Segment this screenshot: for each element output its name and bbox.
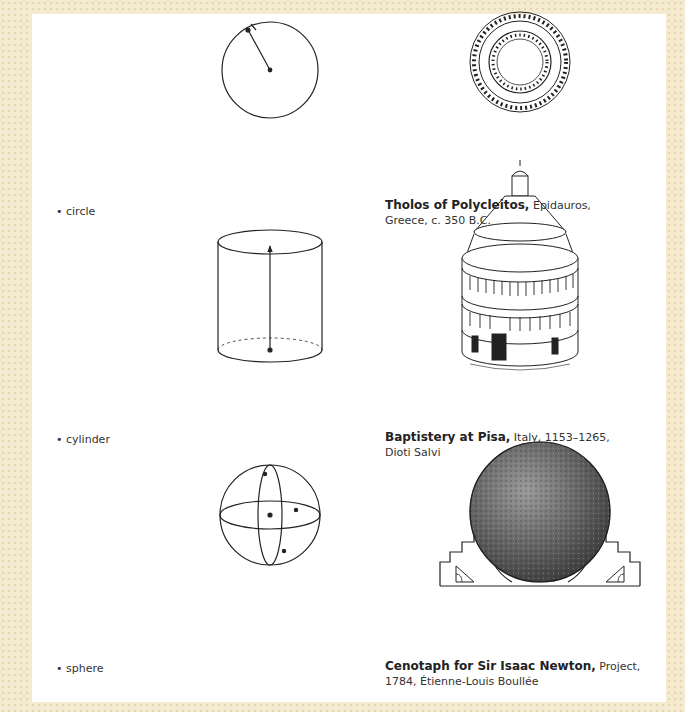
bullet: • <box>56 433 63 446</box>
bullet: • <box>56 205 63 218</box>
term-label: sphere <box>66 662 104 675</box>
text-group: Tholos of Polycleitos, Epidauros, Greece… <box>385 198 635 228</box>
text-group: Baptistery at Pisa, Italy, 1153–1265, Di… <box>385 430 635 460</box>
circle-figure <box>222 22 318 118</box>
text-group: Cenotaph for Sir Isaac Newton, Project, … <box>385 659 655 689</box>
sphere-figure <box>220 465 320 565</box>
building-name: Tholos of Polycleitos, <box>385 198 529 212</box>
cenotaph-drawing <box>440 442 640 586</box>
tholos-plan <box>470 12 570 112</box>
building-name: Cenotaph for Sir Isaac Newton, <box>385 659 596 673</box>
baptistery-drawing <box>462 160 578 370</box>
term-label: circle <box>66 205 95 218</box>
cylinder-figure <box>218 230 322 362</box>
text-group: • circle <box>56 204 206 219</box>
building-name: Baptistery at Pisa, <box>385 430 510 444</box>
term-label: cylinder <box>66 433 110 446</box>
bullet: • <box>56 662 63 675</box>
text-group: • sphere <box>56 661 206 676</box>
text-group: • cylinder <box>56 432 206 447</box>
